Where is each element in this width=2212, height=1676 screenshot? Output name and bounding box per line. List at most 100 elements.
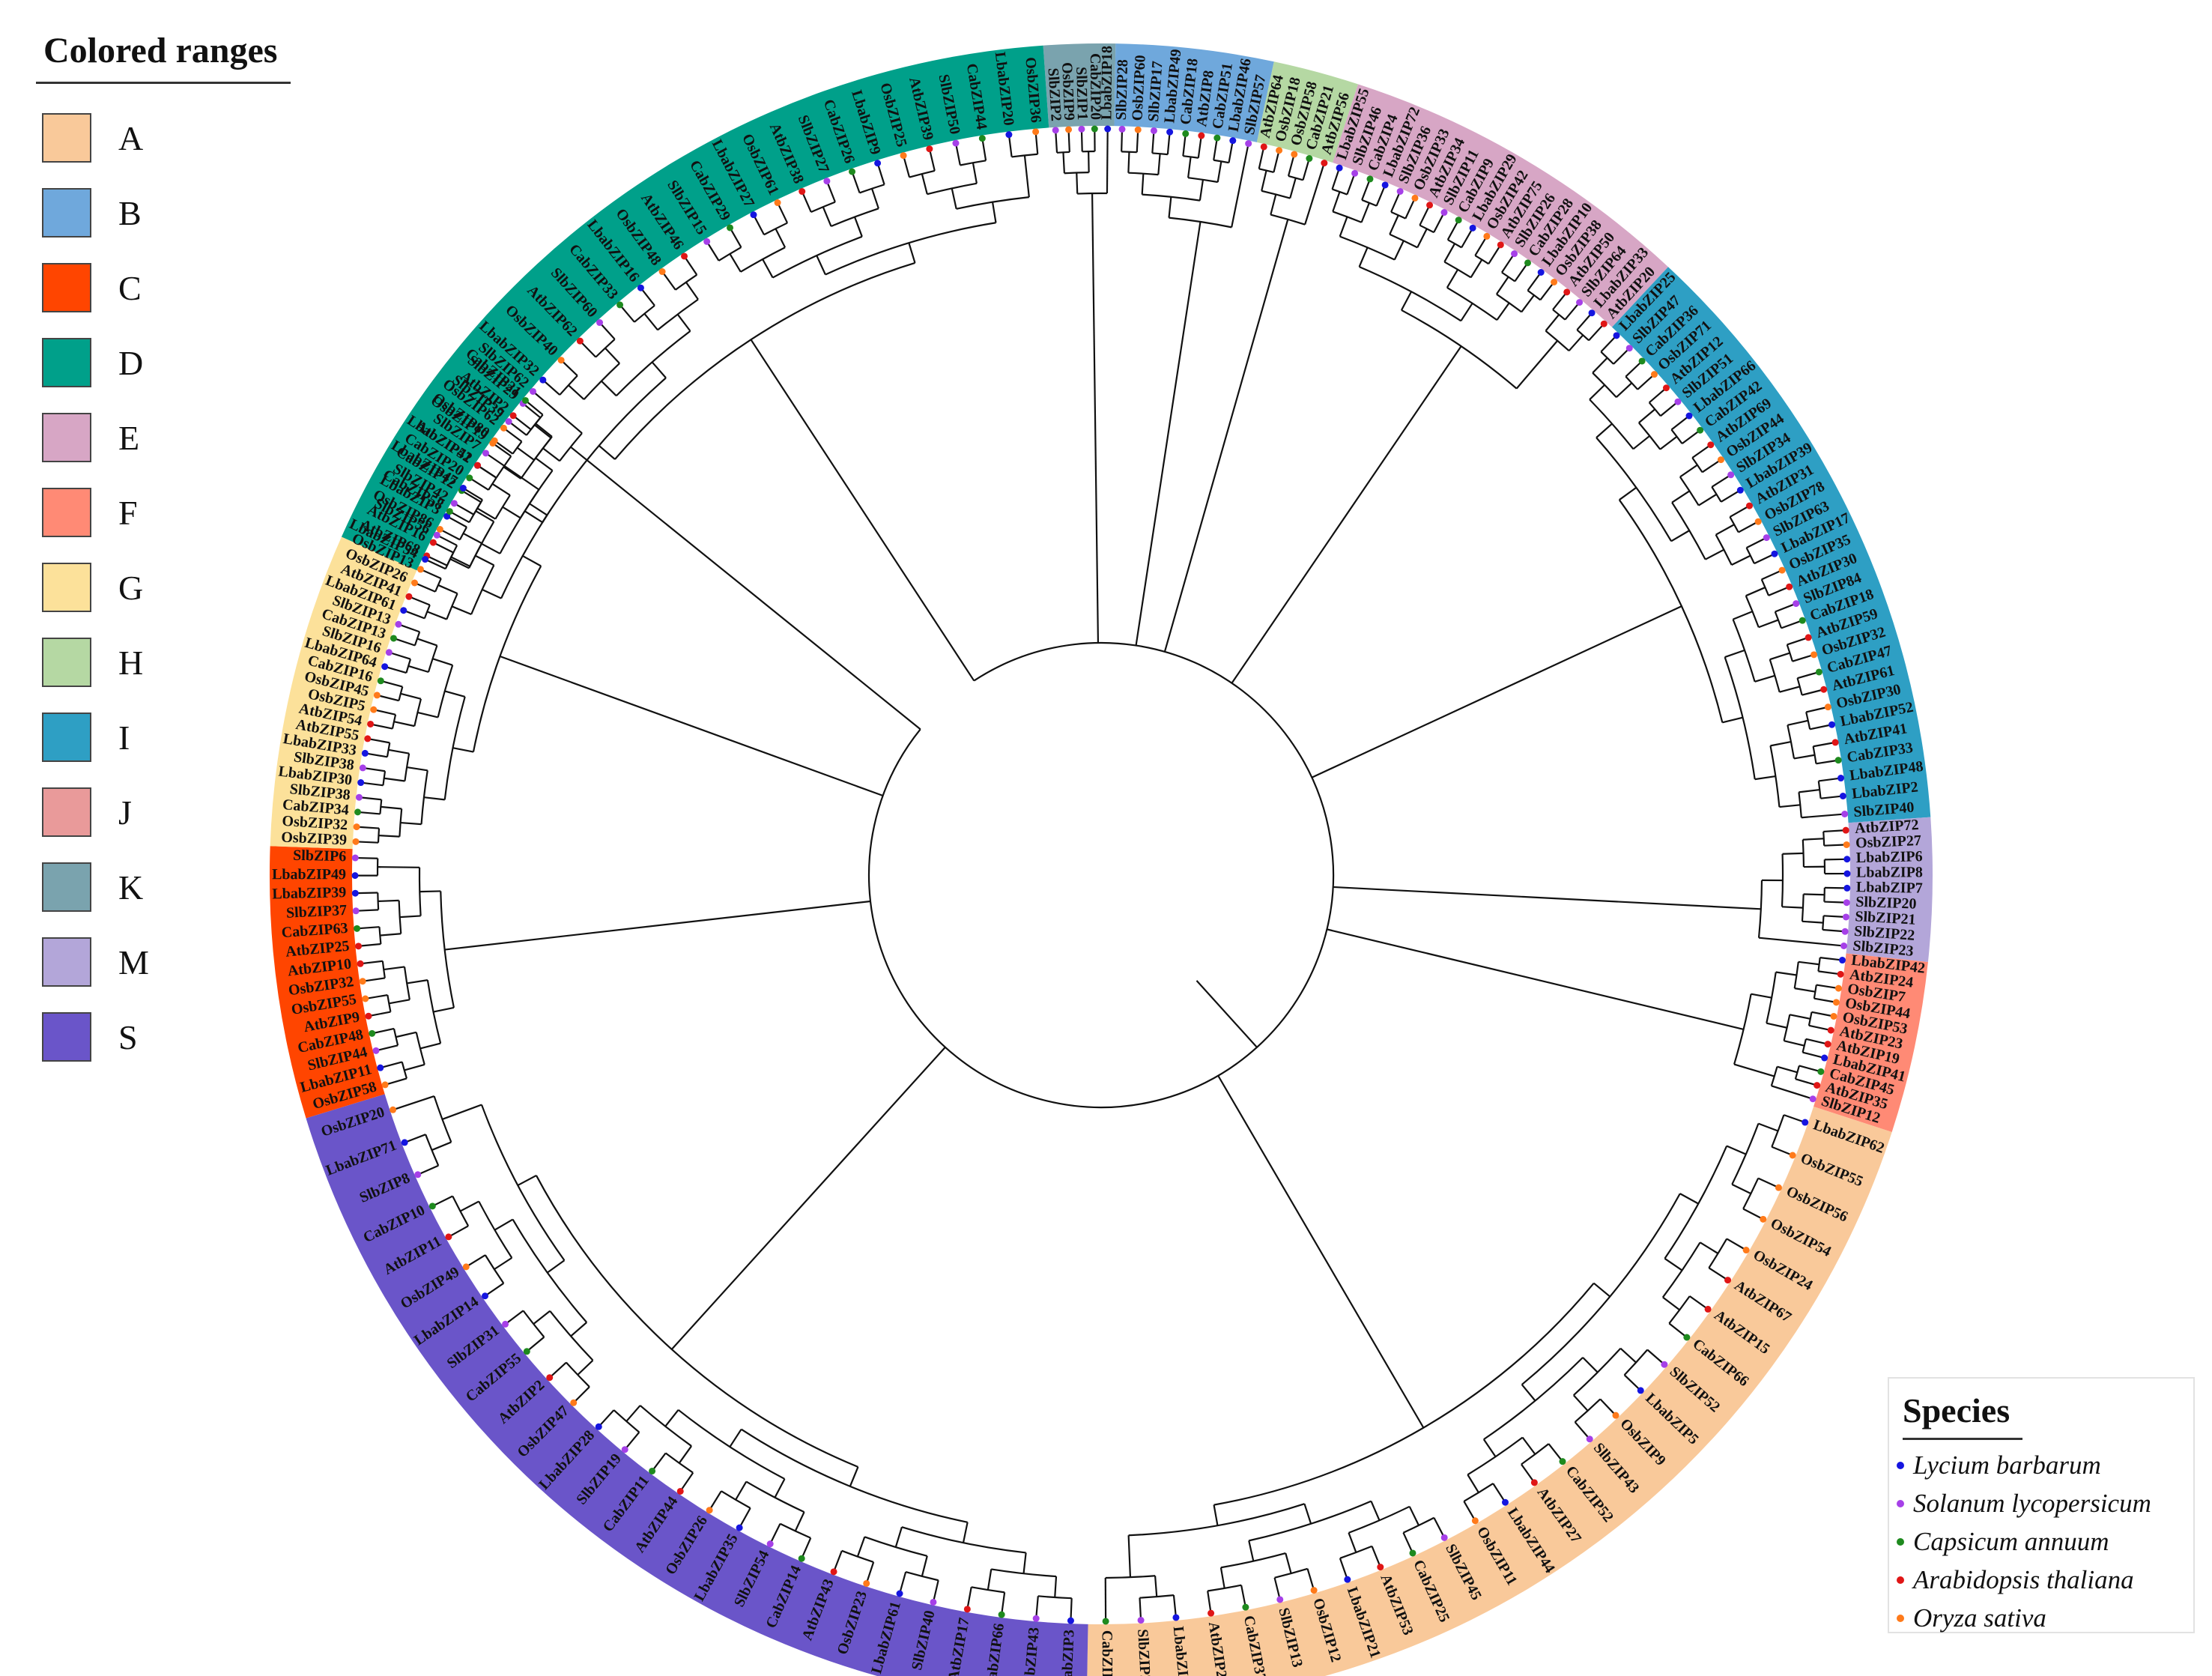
tree-branch (1792, 654, 1813, 662)
species-dot (1497, 241, 1504, 249)
species-dot (1166, 128, 1174, 136)
tree-branch (1216, 161, 1222, 183)
species-dot (1137, 1617, 1145, 1624)
tree-branch (475, 510, 494, 523)
tree-branch (643, 312, 658, 331)
tree-branch (358, 926, 380, 930)
tree-branch (570, 446, 921, 730)
legend-divider (1903, 1438, 2022, 1440)
tree-branch (1261, 170, 1267, 192)
tree-branch (1787, 719, 1808, 726)
species-dot (390, 635, 397, 642)
tree-branch (517, 1174, 537, 1187)
tree-branch (1819, 957, 1841, 961)
tree-branch (1738, 521, 1757, 533)
tree-branch (425, 559, 446, 570)
species-dot (830, 1568, 837, 1576)
species-dot (1843, 841, 1850, 848)
species-dot (1455, 217, 1462, 224)
species-dot (364, 735, 372, 742)
species-dot (400, 607, 407, 614)
tree-branch (1731, 1183, 1751, 1195)
tree-branch (1339, 217, 1348, 238)
tree-branch (1127, 1535, 1132, 1578)
tree-branch (400, 821, 422, 826)
tree-branch (580, 341, 597, 358)
range-label: K (118, 868, 144, 907)
species-dot (1409, 1549, 1416, 1557)
tree-branch (1521, 1436, 1536, 1455)
species-dot (1336, 164, 1343, 172)
species-dot (1530, 1479, 1538, 1486)
tree-branch (494, 1218, 514, 1231)
tree-branch (894, 1526, 903, 1548)
species-dot (354, 925, 361, 932)
tree-branch (1228, 142, 1234, 163)
leaf-label: CabZIP20 (1087, 53, 1104, 120)
tree-branch (1758, 937, 1843, 947)
tree-branch (1521, 1443, 1550, 1465)
species-dot (727, 224, 734, 232)
tree-branch (574, 1386, 590, 1403)
colored-range-H (1256, 61, 1359, 163)
species-dot (570, 1399, 578, 1406)
species-dot (523, 1348, 530, 1355)
species-dot (355, 943, 363, 950)
tree-branch (908, 242, 916, 264)
tree-branch (740, 246, 786, 273)
tree-branch (1768, 586, 1789, 596)
tree-branch (909, 169, 936, 178)
tree-branch (1790, 1014, 1810, 1020)
tree-branch (400, 692, 422, 700)
colored-range-S (306, 1094, 1088, 1676)
tree-branch (1402, 1532, 1413, 1552)
tree-branch (1360, 202, 1370, 223)
tree-branch (1816, 984, 1837, 989)
tree-branch (1613, 348, 1629, 365)
range-swatch (42, 413, 91, 462)
tree-branch (361, 960, 383, 965)
species-dot (372, 1047, 380, 1054)
species-dot (446, 508, 453, 515)
tree-branch (1802, 839, 1805, 868)
tree-branch (1273, 1577, 1281, 1599)
tree-branch (533, 424, 552, 439)
tree-branch (458, 526, 467, 540)
colored-range-C (269, 846, 385, 1119)
tree-branch (1022, 1552, 1027, 1574)
species-dot (1742, 1247, 1750, 1254)
tree-branch (1632, 435, 1650, 450)
species-dot (462, 1263, 470, 1271)
species-dot (1032, 1615, 1040, 1622)
tree-branch (1802, 920, 1823, 924)
tree-branch (482, 588, 502, 599)
species-dot (1840, 943, 1848, 950)
tree-branch (1433, 213, 1445, 233)
tree-branch (1287, 155, 1295, 177)
species-dot (1242, 1603, 1249, 1611)
tree-branch (1796, 677, 1803, 695)
range-legend-item: J (36, 775, 291, 850)
tree-branch (802, 192, 812, 213)
species-dot (367, 720, 375, 727)
tree-branch (1816, 759, 1837, 765)
tree-branch (1446, 286, 1498, 321)
leaf-label: LbabZIP18 (1098, 46, 1115, 120)
tree-branch (1574, 1421, 1590, 1438)
tree-branch (1302, 160, 1310, 181)
range-legend-item: S (36, 999, 291, 1074)
tree-branch (389, 999, 410, 1005)
tree-branch (1733, 1063, 1775, 1077)
tree-branch (506, 1310, 524, 1325)
range-legend-item: M (36, 925, 291, 999)
tree-branch (1742, 1208, 1763, 1220)
tree-branch (780, 1522, 811, 1539)
tree-branch (1742, 1178, 1760, 1210)
tree-branch (745, 1480, 805, 1513)
tree-branch (903, 157, 911, 178)
tree-branch (951, 188, 957, 210)
tree-branch (1745, 587, 1766, 597)
tree-branch (729, 1429, 742, 1447)
species-dot (1118, 125, 1126, 133)
